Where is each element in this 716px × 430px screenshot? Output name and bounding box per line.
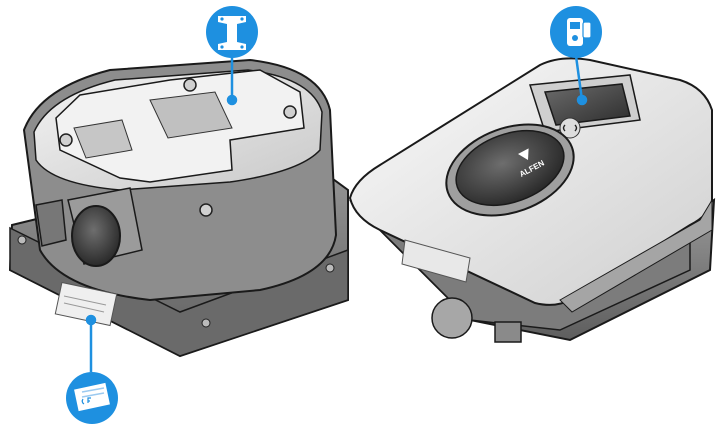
callout-leaders xyxy=(85,55,588,372)
charger-back-view xyxy=(8,58,349,358)
type-label-icon xyxy=(74,382,110,412)
display-card-icon xyxy=(567,18,592,46)
mounting-bracket-callout[interactable] xyxy=(206,6,258,58)
display-card-callout[interactable] xyxy=(550,6,602,58)
mounting-bracket-icon xyxy=(218,16,246,50)
charger-front-view: ALFEN xyxy=(348,57,716,343)
type-label-callout[interactable] xyxy=(66,372,118,424)
